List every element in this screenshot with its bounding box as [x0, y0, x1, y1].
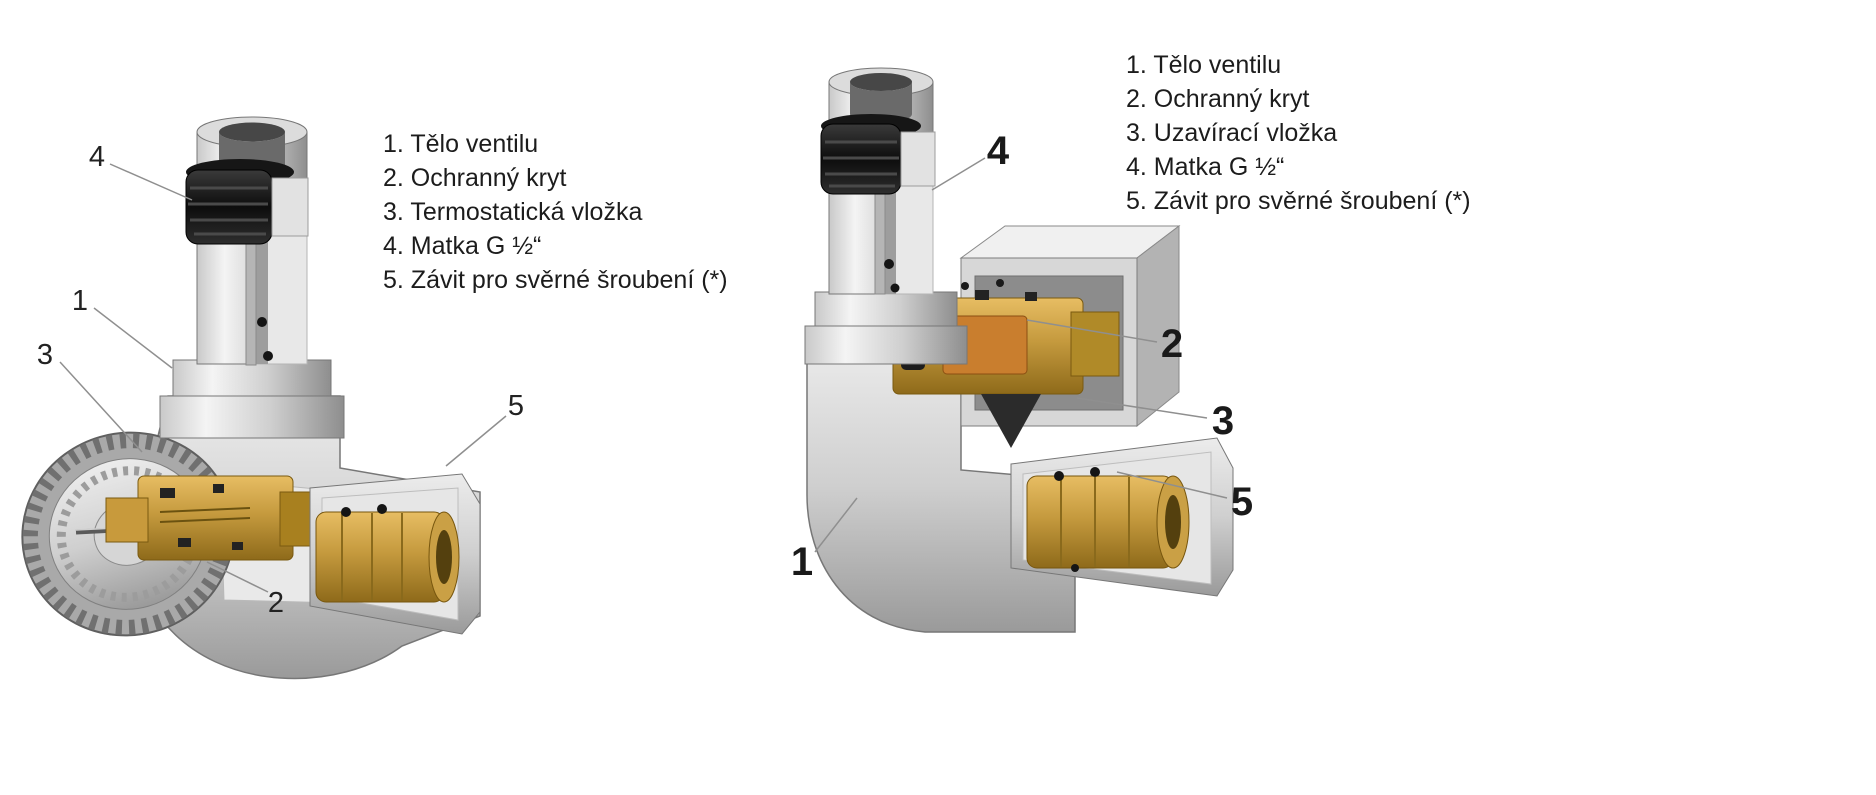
- compression-tailpiece: [1026, 467, 1190, 572]
- callout-2: 2: [1161, 322, 1183, 366]
- legend-item-1: 1. Tělo ventilu: [1126, 51, 1282, 79]
- thread-collar-nut: [820, 114, 936, 195]
- valve-seat-cone: [981, 394, 1041, 448]
- callout-5: 5: [1231, 480, 1253, 524]
- callout-4: 4: [987, 129, 1010, 173]
- legend-item-1: 1. Tělo ventilu: [383, 130, 539, 158]
- thermostatic-insert: [105, 475, 323, 561]
- callout-1: 1: [791, 540, 813, 584]
- callout-5: 5: [508, 390, 524, 422]
- legend-item-3: 3. Uzavírací vložka: [1126, 119, 1338, 147]
- callout-leader-lines: [59, 163, 507, 593]
- legend-item-2: 2. Ochranný kryt: [1126, 85, 1310, 113]
- legend-thermostatic-valve: 1. Tělo ventilu 2. Ochranný kryt 3. Term…: [383, 127, 728, 297]
- legend-shutoff-valve: 1. Tělo ventilu 2. Ochranný kryt 3. Uzav…: [1126, 48, 1471, 218]
- callout-1: 1: [72, 285, 88, 317]
- legend-item-5: 5. Závit pro svěrné šroubení (*): [383, 266, 728, 294]
- valve-neck-flanges: [804, 291, 968, 365]
- callout-4: 4: [89, 141, 105, 173]
- callout-leader-lines: [814, 157, 1228, 553]
- legend-item-3: 3. Termostatická vložka: [383, 198, 643, 226]
- legend-item-4: 4. Matka G ½“: [383, 232, 542, 260]
- valve-body: [806, 339, 1076, 633]
- legend-item-2: 2. Ochranný kryt: [383, 164, 567, 192]
- callout-3: 3: [37, 339, 53, 371]
- legend-item-4: 4. Matka G ½“: [1126, 153, 1285, 181]
- callout-2: 2: [268, 587, 284, 619]
- callout-3: 3: [1212, 399, 1234, 443]
- valve-neck-flanges: [159, 359, 345, 439]
- legend-item-5: 5. Závit pro svěrné šroubení (*): [1126, 187, 1471, 215]
- compression-tailpiece: [315, 504, 460, 603]
- thermostatic-valve-cutaway: 4 1 3 2 5: [21, 116, 524, 680]
- shutoff-valve-cutaway: 4 2 3 5 1: [791, 67, 1253, 633]
- thread-collar-nut: [185, 159, 309, 245]
